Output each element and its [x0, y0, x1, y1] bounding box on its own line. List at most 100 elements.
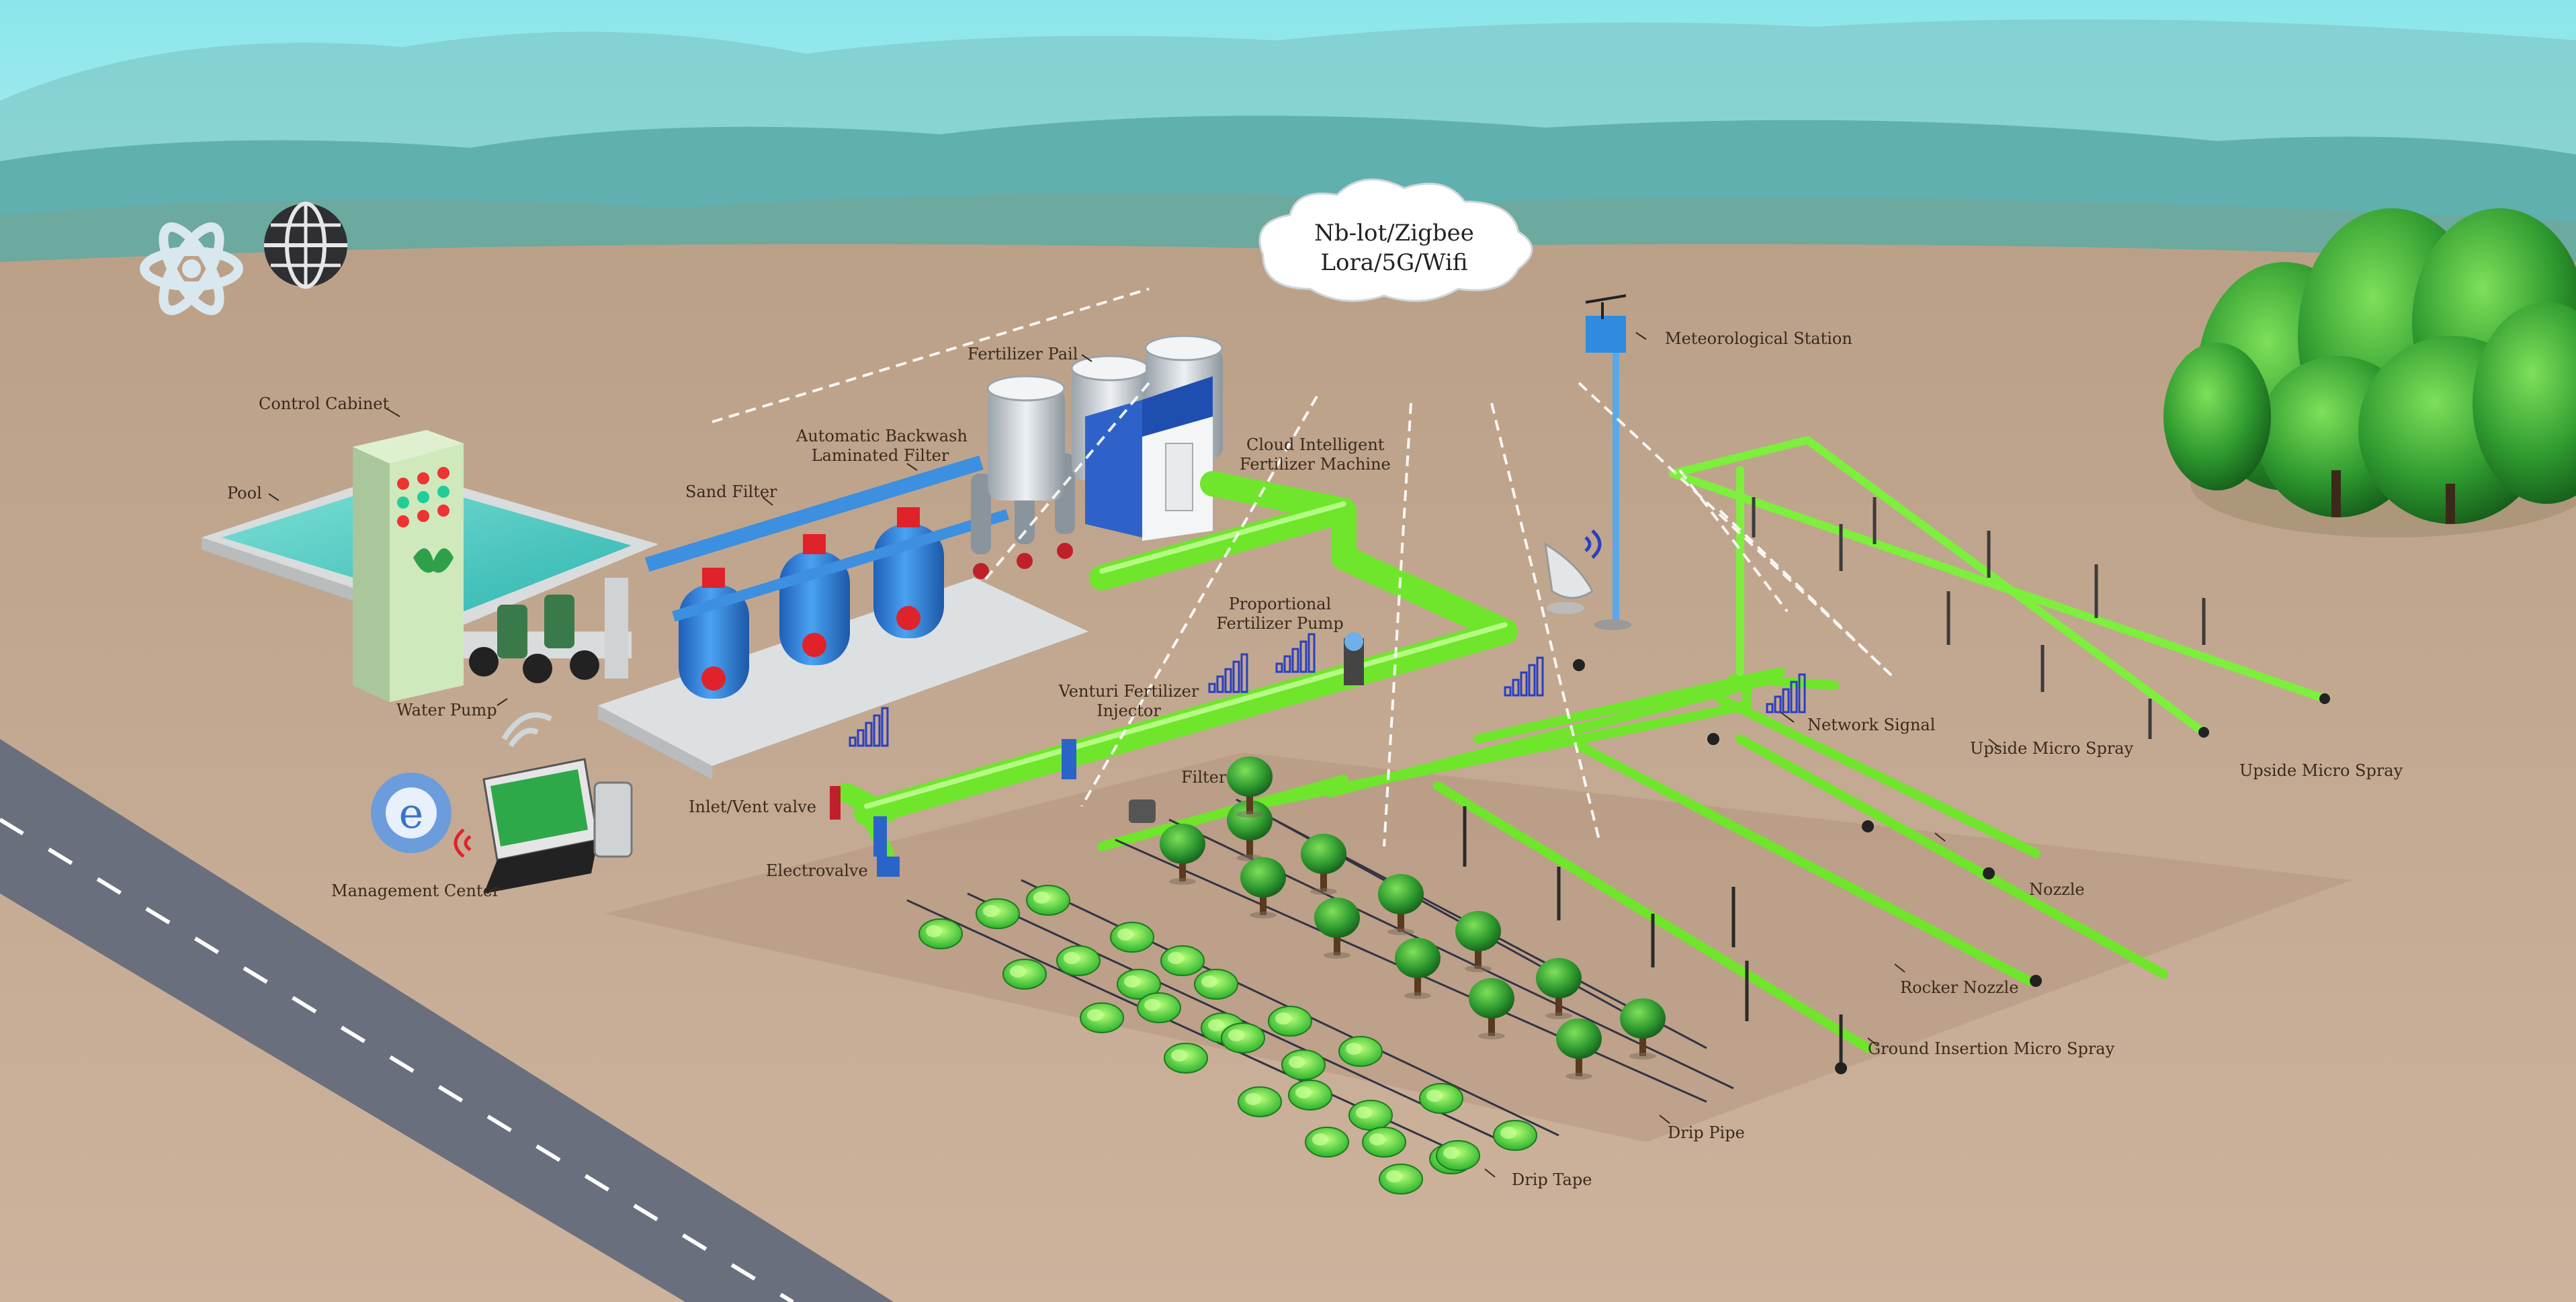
label-venturi-line1: Venturi Fertilizer [1058, 682, 1199, 701]
cabbage [1164, 1043, 1208, 1074]
cabbage [1348, 1100, 1393, 1131]
cabbage [976, 898, 1020, 929]
management-center: e [371, 712, 633, 894]
fruit-tree [1240, 857, 1286, 918]
sand-filter-tanks [645, 455, 1009, 699]
label-automatic-backwash-line1: Automatic Backwash [796, 427, 968, 445]
label-management-center: Management Center [331, 881, 501, 900]
fruit-tree [1227, 756, 1273, 818]
cabbage [1026, 885, 1070, 916]
cabbage [1080, 1002, 1124, 1033]
label-proportional-pump-line2: Fertilizer Pump [1216, 613, 1344, 633]
cabbage [918, 918, 963, 949]
label-fertilizer-pail: Fertilizer Pail [968, 345, 1078, 363]
upside-micro-spray-frame [1669, 436, 2329, 736]
cabbage [1288, 1080, 1332, 1111]
main-green-pipes [836, 471, 1518, 861]
cabbage [1160, 945, 1205, 976]
label-rocker-nozzle: Rocker Nozzle [1900, 978, 2019, 997]
cabbage [1268, 1006, 1312, 1037]
fruit-tree [1469, 978, 1514, 1039]
wireless-protocols: Nb-lot/Zigbee Lora/5G/Wifi [1280, 218, 1508, 277]
fruit-tree [1620, 998, 1666, 1059]
label-electrovalve: Electrovalve [766, 861, 868, 880]
label-inlet-vent-valve: Inlet/Vent valve [689, 797, 816, 816]
fruit-tree [1314, 898, 1360, 959]
label-sand-filter: Sand Filter [685, 482, 777, 501]
label-automatic-backwash: Automatic Backwash Laminated Filter [796, 427, 968, 466]
label-venturi-injector: Venturi Fertilizer Injector [1051, 682, 1206, 721]
label-proportional-pump: Proportional Fertilizer Pump [1209, 595, 1350, 634]
cabbage [1281, 1049, 1326, 1080]
meteorological-station [1585, 294, 1631, 630]
filter-platform-side [598, 705, 712, 779]
signal-bars-icon [1766, 673, 1806, 713]
label-drip-pipe: Drip Pipe [1668, 1123, 1745, 1142]
fruit-tree [1395, 938, 1441, 999]
nozzles [1573, 659, 2330, 1074]
signal-bars-icon [1504, 656, 1544, 697]
cabbage [1137, 992, 1181, 1023]
cabbage [1194, 969, 1238, 1000]
cabbage [1002, 959, 1047, 990]
cabbage [1056, 945, 1101, 976]
wireless-protocols-line1: Nb-lot/Zigbee [1314, 220, 1474, 247]
cabbage [1493, 1120, 1537, 1151]
fruit-trees [1160, 756, 1666, 1080]
signal-bars-icon [1275, 633, 1316, 673]
fruit-tree [1301, 834, 1346, 895]
cabbage [1117, 969, 1161, 1000]
pipe-highlight [864, 501, 1508, 809]
label-network-signal: Network Signal [1807, 715, 1936, 734]
label-upside-micro-spray-1: Upside Micro Spray [1970, 739, 2134, 758]
water-pump [464, 578, 632, 683]
cabbage [1238, 1086, 1282, 1117]
fruit-tree [1378, 874, 1424, 935]
label-filter: Filter [1181, 768, 1227, 787]
label-cloud-intelligent-machine: Cloud Intelligent Fertilizer Machine [1219, 435, 1391, 474]
globe-icon [264, 202, 347, 289]
label-drip-tape: Drip Tape [1512, 1170, 1592, 1189]
label-pool: Pool [227, 484, 262, 503]
label-automatic-backwash-line2: Laminated Filter [811, 445, 949, 465]
road-lane-marking [0, 818, 794, 1302]
label-leaders [268, 332, 2000, 1178]
cabbage [1338, 1036, 1383, 1067]
ground [0, 244, 2576, 1302]
cabbage [1362, 1127, 1406, 1158]
cabbage [1110, 922, 1154, 953]
label-proportional-pump-line1: Proportional [1228, 595, 1332, 613]
wireless-cloud [1258, 178, 1533, 302]
cabbage [1436, 1140, 1480, 1171]
cabbage [1305, 1127, 1349, 1158]
label-water-pump: Water Pump [396, 701, 497, 720]
label-cloud-intelligent-line1: Cloud Intelligent [1246, 435, 1385, 454]
label-meteorological-station: Meteorological Station [1665, 329, 1852, 348]
label-nozzle: Nozzle [2029, 880, 2085, 899]
upside-spray-droppers [1752, 497, 2206, 739]
ground-insertion-sprays [1463, 806, 1843, 1068]
label-ground-insertion-micro-spray: Ground Insertion Micro Spray [1868, 1039, 2115, 1058]
svg-text:e: e [399, 789, 424, 838]
label-cloud-intelligent-line2: Fertilizer Machine [1240, 454, 1391, 474]
forest [2163, 208, 2576, 537]
cabbage [1379, 1164, 1423, 1195]
atom-icon [140, 222, 243, 315]
control-cabinet [353, 430, 464, 702]
filter-platform [598, 578, 1088, 766]
cabbages [918, 885, 1537, 1195]
cabbage [1221, 1023, 1265, 1053]
fruit-tree [1536, 958, 1582, 1019]
signal-bars-icon [1208, 653, 1248, 693]
label-control-cabinet: Control Cabinet [259, 394, 390, 413]
label-upside-micro-spray-2: Upside Micro Spray [2239, 761, 2403, 780]
valves [830, 632, 1364, 877]
label-venturi-line2: Injector [1097, 701, 1161, 720]
signal-bars [849, 633, 1806, 747]
cabbage [1419, 1083, 1463, 1114]
fruit-tree [1160, 824, 1205, 885]
road [0, 739, 894, 1302]
cloud-fertilizer-machine [1085, 376, 1213, 541]
